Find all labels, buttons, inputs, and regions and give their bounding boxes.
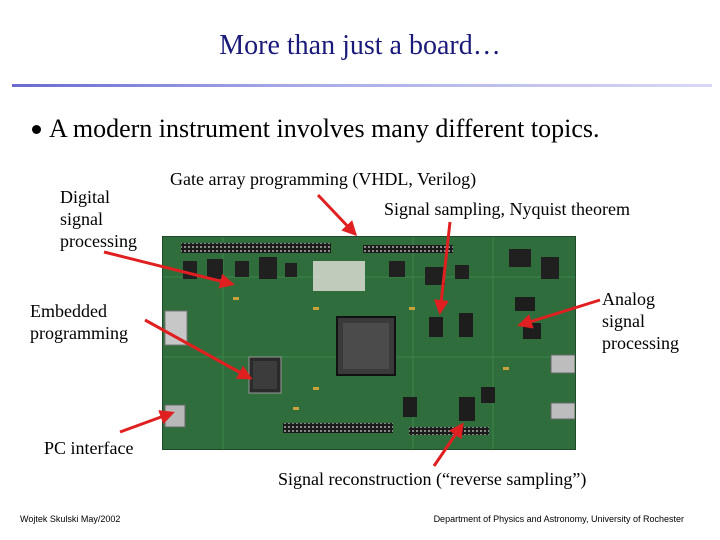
arrow-embedded — [144, 318, 253, 380]
label-line: Digital — [60, 187, 110, 207]
label-signal-sampling: Signal sampling, Nyquist theorem — [384, 199, 630, 219]
label-pc-interface: PC interface — [44, 438, 134, 458]
arrow-reconstruction — [432, 422, 464, 467]
label-digital-signal-processing: Digital signal processing — [60, 186, 137, 252]
label-line: Embedded — [30, 301, 107, 321]
label-line: Analog — [602, 289, 655, 309]
footer-author: Wojtek Skulski May/2002 — [20, 514, 121, 524]
bullet-item: A modern instrument involves many differ… — [32, 114, 599, 144]
arrow-pc-interface — [119, 410, 175, 434]
label-line: programming — [30, 323, 128, 343]
footer-department: Department of Physics and Astronomy, Uni… — [433, 514, 684, 524]
arrow-sampling — [433, 221, 452, 315]
label-line: signal — [60, 209, 103, 229]
label-line: signal — [602, 311, 645, 331]
circuit-board-drawing — [163, 237, 575, 449]
arrow-analog — [517, 298, 601, 329]
label-line: processing — [602, 333, 679, 353]
bullet-dot-icon — [32, 124, 41, 134]
slide-title: More than just a board… — [219, 30, 501, 61]
bullet-text: A modern instrument involves many differ… — [49, 114, 600, 143]
label-gate-array-programming: Gate array programming (VHDL, Verilog) — [170, 169, 477, 189]
label-analog-signal-processing: Analog signal processing — [602, 288, 679, 354]
label-embedded-programming: Embedded programming — [30, 300, 128, 344]
circuit-board-image — [162, 236, 576, 450]
label-line: processing — [60, 231, 137, 251]
arrow-gate-array — [316, 193, 358, 237]
arrow-digital-signal-processing — [103, 250, 235, 289]
title-rule — [12, 84, 712, 87]
label-signal-reconstruction: Signal reconstruction (“reverse sampling… — [278, 469, 587, 489]
